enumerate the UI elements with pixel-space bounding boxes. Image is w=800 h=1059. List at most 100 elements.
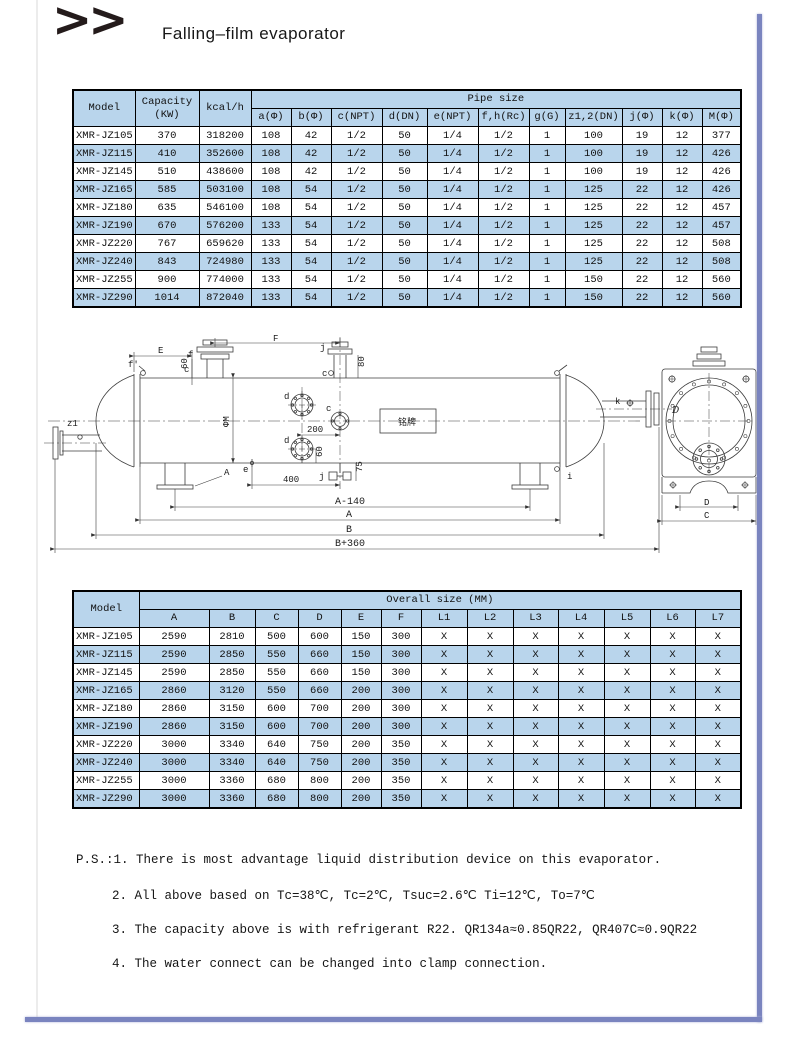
table-cell: 560	[701, 270, 742, 289]
table-cell: X	[512, 771, 559, 790]
table-cell: 318200	[198, 126, 252, 145]
letter-A-mark: A	[224, 468, 230, 478]
table-cell: 370	[134, 126, 200, 145]
table-cell: 1	[528, 198, 566, 217]
table-cell: X	[649, 735, 696, 754]
table-cell: X	[420, 699, 468, 718]
dim-label-75: 75	[355, 461, 365, 472]
table-cell: X	[557, 771, 605, 790]
table-cell: 300	[380, 645, 422, 664]
column-header: e(NPT)	[426, 108, 479, 127]
table-cell: 42	[290, 144, 332, 163]
table-cell: 767	[134, 234, 200, 253]
column-header: F	[380, 609, 422, 628]
table-cell: X	[603, 717, 651, 736]
dim-label-80: 80	[357, 356, 367, 367]
table-cell: 125	[564, 234, 623, 253]
table-cell: X	[694, 717, 742, 736]
table-cell: X	[557, 681, 605, 700]
dim-label-B360: B+360	[335, 539, 365, 550]
page-border-bottom	[25, 1017, 762, 1022]
table-cell: 54	[290, 216, 332, 235]
column-header: L6	[649, 609, 696, 628]
table-cell: 50	[381, 234, 428, 253]
table-cell: 3360	[208, 771, 256, 790]
table-cell: 22	[621, 252, 663, 271]
table-cell: X	[694, 771, 742, 790]
column-header: a(Φ)	[250, 108, 292, 127]
table-cell: 3120	[208, 681, 256, 700]
table-cell: X	[557, 627, 605, 646]
table-cell: X	[512, 627, 559, 646]
table-cell: 2590	[138, 627, 210, 646]
table-cell: 546100	[198, 198, 252, 217]
table-cell: 585	[134, 180, 200, 199]
header-kcal: kcal/h	[198, 89, 252, 127]
table-cell: 12	[661, 234, 703, 253]
column-header: B	[208, 609, 256, 628]
column-header: L5	[603, 609, 651, 628]
table-cell: 1/2	[477, 234, 530, 253]
column-header: j(Φ)	[621, 108, 663, 127]
table-cell: 600	[254, 717, 299, 736]
table-cell: X	[649, 663, 696, 682]
table-cell: 640	[254, 753, 299, 772]
table-cell: 900	[134, 270, 200, 289]
table-cell: 508	[701, 252, 742, 271]
table-cell: 133	[250, 216, 292, 235]
column-header: L2	[466, 609, 514, 628]
column-header: C	[254, 609, 299, 628]
table-cell: 22	[621, 270, 663, 289]
table-cell: X	[694, 699, 742, 718]
table-cell: 22	[621, 216, 663, 235]
table-cell: 1	[528, 288, 566, 308]
table-cell: 200	[340, 753, 382, 772]
table-cell: 50	[381, 198, 428, 217]
dim-label-60b: 60	[315, 446, 325, 457]
column-header: M(Φ)	[701, 108, 742, 127]
table-cell: X	[512, 753, 559, 772]
table-cell: 300	[380, 663, 422, 682]
table-cell: 108	[250, 144, 292, 163]
table-cell: X	[466, 789, 514, 809]
table-cell: 510	[134, 162, 200, 181]
column-header: d(DN)	[381, 108, 428, 127]
table-cell: 12	[661, 252, 703, 271]
table-cell: 503100	[198, 180, 252, 199]
letter-f-nozzle: f	[188, 350, 193, 360]
table-cell: 50	[381, 270, 428, 289]
letter-i-fitting: i	[567, 472, 572, 482]
table-cell: 635	[134, 198, 200, 217]
header-overall-size-group: Overall size (MM)	[138, 590, 742, 610]
table-cell: 200	[340, 735, 382, 754]
table-cell: 22	[621, 198, 663, 217]
table-cell: XMR-JZ290	[72, 789, 140, 809]
table-cell: 2860	[138, 717, 210, 736]
table-cell: XMR-JZ240	[72, 252, 136, 271]
table-cell: XMR-JZ115	[72, 144, 136, 163]
table-cell: 50	[381, 144, 428, 163]
table-cell: 1/2	[330, 180, 383, 199]
table-cell: 50	[381, 252, 428, 271]
table-cell: 1/2	[330, 270, 383, 289]
table-cell: X	[694, 645, 742, 664]
table-cell: X	[603, 789, 651, 809]
table-cell: XMR-JZ145	[72, 663, 140, 682]
table-cell: X	[420, 717, 468, 736]
table-cell: XMR-JZ180	[72, 198, 136, 217]
header-model: Model	[72, 89, 136, 127]
pipe-size-table: Model Capacity (KW) kcal/h Pipe size a(Φ…	[72, 89, 743, 308]
table-cell: XMR-JZ165	[72, 180, 136, 199]
column-header: L7	[694, 609, 742, 628]
table-cell: 2810	[208, 627, 256, 646]
table-cell: 1/2	[330, 144, 383, 163]
table-cell: 1/2	[477, 270, 530, 289]
column-header: D	[297, 609, 342, 628]
table-cell: X	[420, 735, 468, 754]
table-cell: X	[512, 699, 559, 718]
